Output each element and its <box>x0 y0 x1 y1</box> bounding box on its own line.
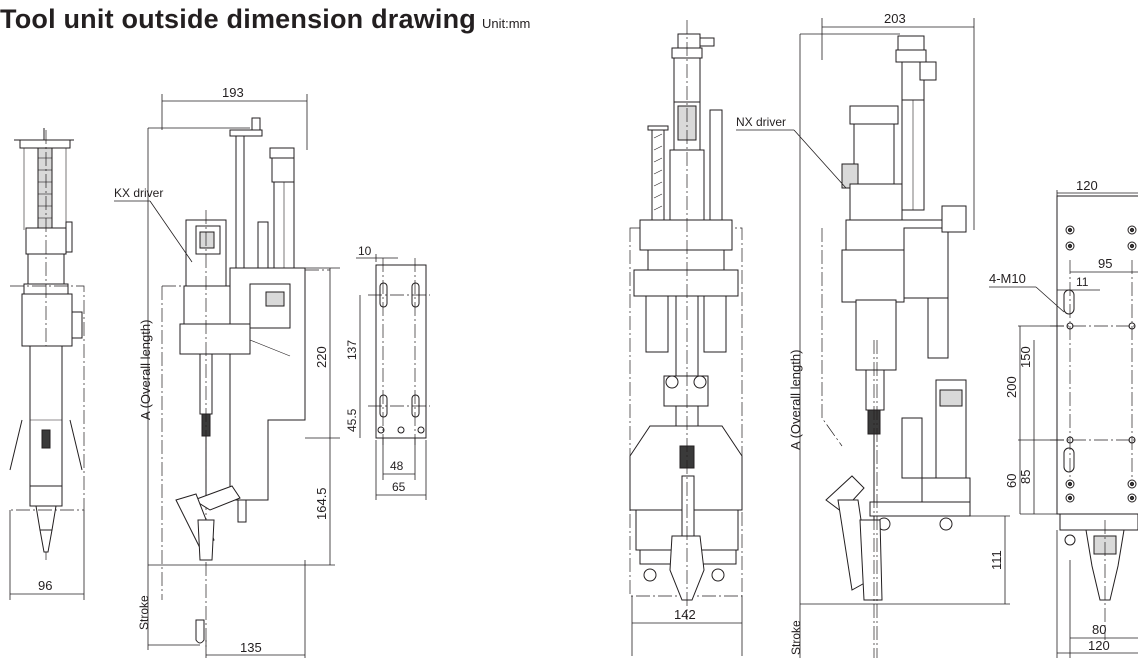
nx-bracket-dim-95: 95 <box>1098 256 1112 271</box>
kx-stroke-label: Stroke <box>137 595 151 630</box>
nx-dim-111: 111 <box>989 550 1004 570</box>
kx-side-width-dimension: 96 <box>9 510 85 600</box>
kx-bracket-drawing <box>368 258 430 445</box>
nx-bracket-drawing <box>1050 195 1138 640</box>
kx-bracket-dim-10: 10 <box>358 244 372 258</box>
nx-front-width-dimension: 142 <box>631 596 743 656</box>
kx-bracket-dim-65: 65 <box>392 480 406 494</box>
nx-stroke-dimension: Stroke <box>789 604 803 658</box>
nx-overall-length-label: A (Overall length) <box>788 350 803 450</box>
kx-front-view <box>161 117 330 650</box>
nx-front-view <box>629 20 743 620</box>
drawing-title: Tool unit outside dimension drawing Unit:… <box>0 4 530 35</box>
kx-dim-193: 193 <box>222 85 244 100</box>
nx-driver-label: NX driver <box>736 115 786 129</box>
nx-stroke-label: Stroke <box>789 620 803 655</box>
nx-bracket-dimensions: 120 95 11 4-M10 200 150 60 85 80 120 <box>989 178 1138 658</box>
nx-111-dimension: 111 <box>970 515 1010 604</box>
nx-width-dimension: 203 <box>821 11 975 230</box>
kx-dim-135: 135 <box>240 640 262 655</box>
nx-bracket-dim-200: 200 <box>1004 376 1019 398</box>
nx-dim-203: 203 <box>884 11 906 26</box>
kx-side-view <box>9 128 85 560</box>
kx-bracket-dim-48: 48 <box>390 459 404 473</box>
kx-dim-96: 96 <box>38 578 52 593</box>
drawing-title-text: Tool unit outside dimension drawing <box>0 4 476 34</box>
kx-bracket-dimensions: 10 137 45.5 48 65 <box>345 244 427 500</box>
kx-driver-callout: KX driver <box>114 186 193 263</box>
kx-dim-164-5: 164.5 <box>314 487 329 520</box>
nx-bracket-hole-label: 4-M10 <box>989 271 1026 286</box>
kx-bottom-width-dimension: 135 <box>205 560 306 658</box>
kx-bracket-dim-45-5: 45.5 <box>345 408 359 432</box>
nx-bracket-dim-85: 85 <box>1018 470 1033 484</box>
kx-bracket-dim-137: 137 <box>345 340 359 360</box>
nx-bracket-dim-150: 150 <box>1018 346 1033 368</box>
kx-stroke-dimension: Stroke <box>137 565 200 650</box>
nx-bracket-dim-60: 60 <box>1004 474 1019 488</box>
kx-dim-220: 220 <box>314 346 329 368</box>
nx-bracket-dim-80: 80 <box>1092 622 1106 637</box>
nx-dim-142: 142 <box>674 607 696 622</box>
nx-bracket-dim-120-top: 120 <box>1076 178 1098 193</box>
nx-driver-callout: NX driver <box>736 115 847 189</box>
unit-label: Unit:mm <box>481 16 531 31</box>
nx-overall-length-dimension: A (Overall length) <box>788 33 1010 605</box>
kx-overall-length-label: A (Overall length) <box>138 320 153 420</box>
nx-bracket-dim-120-bottom: 120 <box>1088 638 1110 653</box>
nx-bracket-dim-11: 11 <box>1076 275 1089 289</box>
kx-driver-label: KX driver <box>114 186 163 200</box>
kx-height-dimensions: 220 164.5 <box>305 267 340 565</box>
nx-side-view <box>821 35 971 658</box>
kx-width-dimension: 193 <box>161 85 308 150</box>
